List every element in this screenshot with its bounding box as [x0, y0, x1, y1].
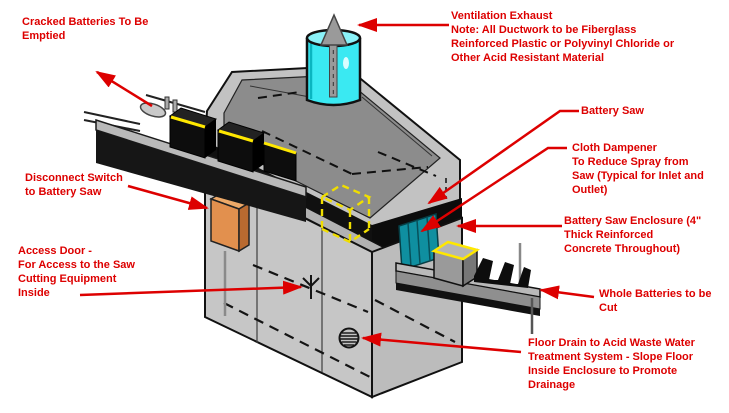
- label-whole-batteries: Whole Batteries to be Cut: [599, 287, 711, 315]
- label-line: Whole Batteries to be: [599, 288, 712, 300]
- label-line: Cutting Equipment: [18, 273, 117, 285]
- label-disconnect-switch: Disconnect Switch to Battery Saw: [25, 171, 123, 199]
- label-cloth-dampener: Cloth Dampener To Reduce Spray from Saw …: [572, 141, 704, 197]
- battery-on-inlet: [263, 141, 297, 182]
- label-line: Note: All Ductwork to be Fiberglass: [451, 24, 637, 36]
- arrow-battery-saw: [427, 109, 579, 205]
- arrow-whole-batteries: [539, 285, 595, 300]
- access-door-dashes: [223, 263, 456, 378]
- label-line: Floor Drain to Acid Waste Water: [528, 337, 695, 349]
- label-line: Treatment System - Slope Floor: [528, 351, 694, 363]
- ventilation-hood: [203, 64, 461, 229]
- hood-seam-dashes: [257, 91, 437, 177]
- battery-saw-outline: [319, 183, 372, 244]
- label-line: Cloth Dampener: [572, 142, 657, 154]
- label-line: Ventilation Exhaust: [451, 10, 553, 22]
- label-line: Battery Saw Enclosure (4": [564, 215, 702, 227]
- label-line: Other Acid Resistant Material: [451, 52, 605, 64]
- label-line: Concrete Throughout): [564, 243, 681, 255]
- batteries-row: [474, 258, 531, 288]
- label-line: For Access to the Saw: [18, 259, 135, 271]
- label-line: Cracked Batteries To Be: [22, 16, 149, 28]
- label-cracked-batteries: Cracked Batteries To Be Emptied: [22, 15, 148, 43]
- battery-whole: [430, 240, 481, 288]
- label-line: to Battery Saw: [25, 186, 102, 198]
- arrow-access-door: [79, 280, 303, 297]
- label-line: Saw (Typical for Inlet and: [572, 170, 704, 182]
- floor-drain-icon: [338, 327, 360, 349]
- label-line: Thick Reinforced: [564, 229, 654, 241]
- arrow-cloth-dampener: [420, 146, 567, 233]
- label-line: Inside: [18, 287, 50, 299]
- label-ventilation-exhaust: Ventilation Exhaust Note: All Ductwork t…: [451, 9, 674, 65]
- label-line: Cut: [599, 302, 618, 314]
- label-floor-drain: Floor Drain to Acid Waste Water Treatmen…: [528, 336, 695, 392]
- arrow-disconnect-switch: [127, 184, 209, 210]
- label-line: Emptied: [22, 30, 66, 42]
- label-line: Inside Enclosure to Promote: [528, 365, 678, 377]
- label-saw-enclosure: Battery Saw Enclosure (4" Thick Reinforc…: [564, 214, 701, 256]
- exhaust-arrow-icon: [319, 13, 349, 98]
- label-line: Outlet): [572, 184, 608, 196]
- arrow-floor-drain: [361, 332, 522, 354]
- outlet-conveyor: [395, 240, 541, 334]
- cracked-battery: [139, 102, 167, 118]
- label-line: Access Door -: [18, 245, 92, 257]
- label-battery-saw: Battery Saw: [581, 104, 644, 118]
- door-handle-icon: [302, 275, 320, 299]
- label-line: Drainage: [528, 379, 576, 391]
- label-line: To Reduce Spray from: [572, 156, 689, 168]
- label-line: Reinforced Plastic or Polyvinyl Chloride…: [451, 38, 675, 50]
- inlet-conveyor: [83, 94, 307, 222]
- battery-on-inlet: [216, 121, 266, 173]
- battery-on-inlet: [168, 107, 218, 159]
- label-line: Disconnect Switch: [25, 172, 123, 184]
- label-line: Battery Saw: [581, 105, 644, 117]
- arrow-cracked-batteries: [95, 70, 153, 108]
- annotation-arrows: [79, 18, 595, 354]
- label-access-door: Access Door - For Access to the Saw Cutt…: [18, 244, 135, 300]
